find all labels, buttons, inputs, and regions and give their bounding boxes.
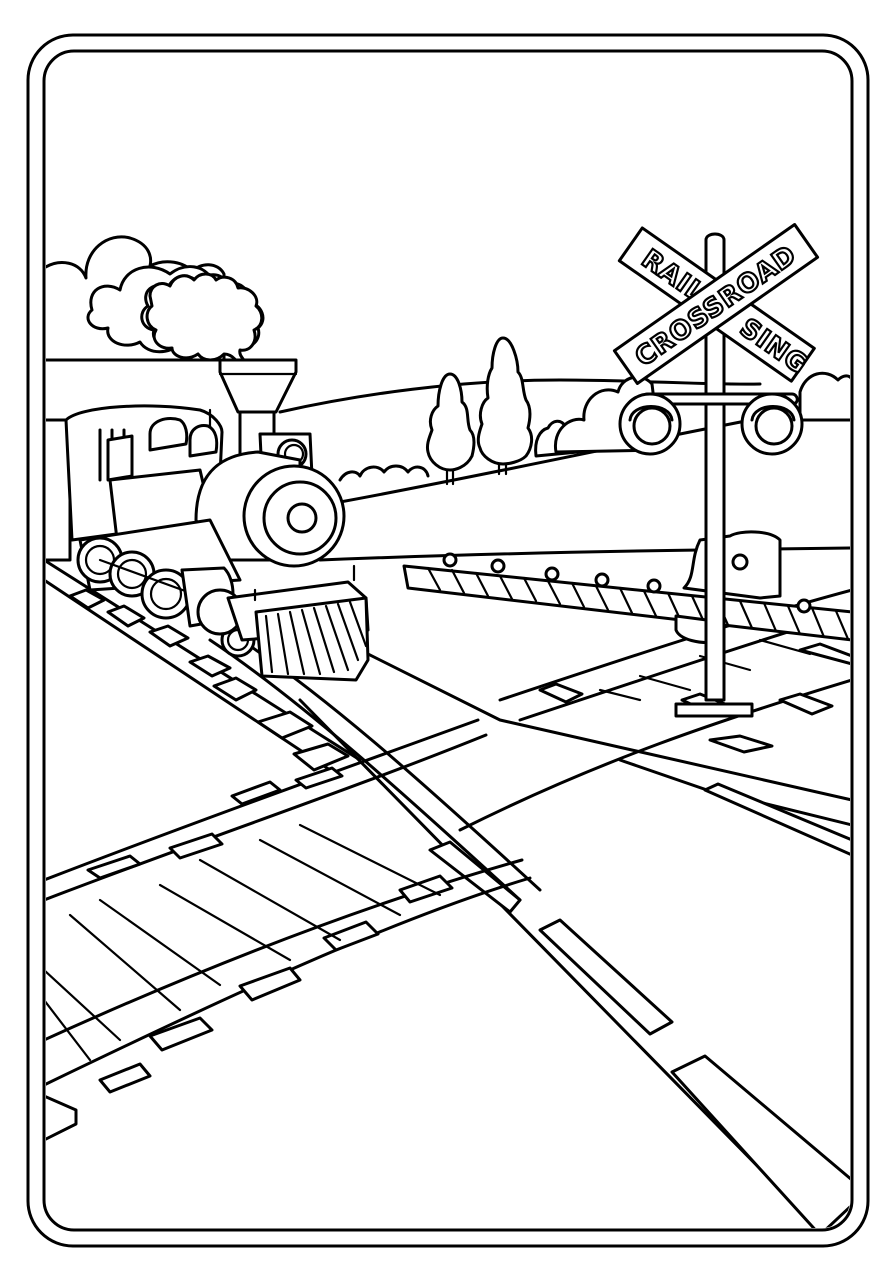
signal-light-right xyxy=(740,392,804,456)
signal-light-left xyxy=(618,392,682,456)
page-frame xyxy=(26,33,870,1248)
crossing-signal xyxy=(618,232,804,718)
road-dashes xyxy=(428,782,850,1228)
locomotive-wheels xyxy=(76,536,256,658)
railroad-crossing-sign: RAIL SING CROSSROAD xyxy=(612,223,820,385)
gate-lights xyxy=(442,552,812,614)
cowcatcher-slats xyxy=(264,600,368,676)
trees xyxy=(426,336,580,486)
smoke xyxy=(145,272,264,374)
locomotive xyxy=(46,358,370,682)
railroad-track-foreground xyxy=(46,718,532,1142)
railroad-track-main xyxy=(46,558,542,902)
